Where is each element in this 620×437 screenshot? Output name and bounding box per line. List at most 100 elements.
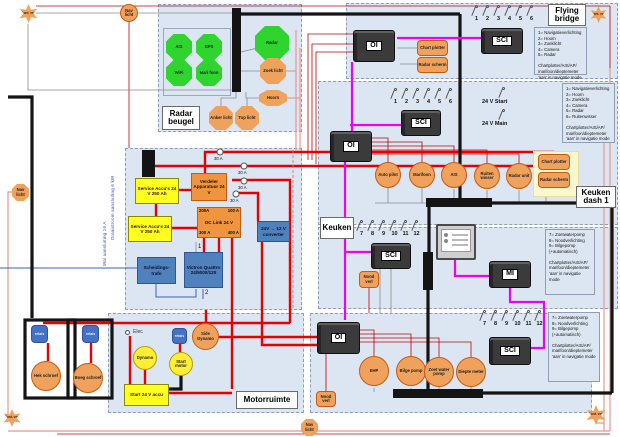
switch-icon <box>480 310 489 321</box>
switch-number: 7 <box>482 321 487 327</box>
switch-number: 11 <box>402 231 409 237</box>
switch-number: 3 <box>496 16 501 22</box>
kd1-switch-5: 5 <box>434 88 445 105</box>
switch-icon <box>368 220 377 231</box>
kd1-switch-4: 4 <box>423 88 434 105</box>
fuse-label: 30 A <box>238 170 247 175</box>
switch-number: 6 <box>448 99 453 105</box>
trafo-label: Scheidings- trafo <box>143 265 170 276</box>
toplicht-label: Top licht <box>238 114 256 120</box>
switch-number: 7 <box>359 231 364 237</box>
oi-device-dc: OI <box>317 322 360 354</box>
legend-text: 1= Navigatieverlichting 2= Hoorn 3= Zoek… <box>538 30 582 80</box>
keuken-legend: 7= Zoetwaterpomp 8= Noodverlichting 9= B… <box>545 229 595 295</box>
ankerlicht: Anker licht <box>209 106 233 130</box>
star-label: Cont. verl <box>4 415 20 420</box>
switch-number: 9 <box>381 231 386 237</box>
wal-aansluiting-note: Wal aansluiting 16 A <box>102 200 107 266</box>
nood-label: Nood verl <box>363 274 375 284</box>
startmotor: Start motor <box>169 352 193 376</box>
radarscherm-fb: Radar scherm <box>417 57 448 73</box>
thruster-label: Hek schroef <box>34 372 58 378</box>
ais-kd1: AIS <box>441 162 467 188</box>
section-title: Keuken <box>322 222 352 232</box>
switch-number: 6 <box>529 16 534 22</box>
zoetwaterpomp: Zoet water pomp <box>424 357 454 387</box>
switch-icon <box>390 220 399 231</box>
service-accu-2: Service Accu's 24 V 250 Ah <box>128 216 172 242</box>
nood-label: Nood verl <box>320 393 332 403</box>
relay-label: relais <box>85 332 96 336</box>
keuken-switch-7: 7 <box>356 220 367 237</box>
switch-number: 11 <box>525 321 532 327</box>
switch-number: 12 <box>536 321 543 327</box>
panel-screen <box>441 229 471 252</box>
section-title: Flying bridge <box>554 5 580 23</box>
ehp-pump: EHP <box>359 356 389 386</box>
oi-label: OI <box>330 332 347 344</box>
marifoon-label: Mari foon <box>199 69 219 75</box>
star-label: Cont. verl <box>591 11 606 16</box>
keuken-label: Keuken <box>320 217 354 239</box>
kd1-switch-1: 1 <box>390 88 401 105</box>
hoorn: Hoorn <box>259 90 287 106</box>
fuse-label: 30 A <box>230 198 239 203</box>
gps-antenna: GPS <box>196 34 222 60</box>
mi-label: MI <box>502 269 518 280</box>
dclink-amp: 400 A <box>227 230 239 236</box>
dc-switch-10: 10 <box>512 310 523 327</box>
switch-icon <box>527 5 536 16</box>
radar-scanner: Radar <box>255 26 289 60</box>
oi-device-flying-bridge: OI <box>353 30 395 62</box>
section-title: Radar beugel <box>168 108 194 126</box>
oi-label: OI <box>366 40 382 52</box>
service-accu-1: Service Accu's 24 V 250 Ah <box>135 178 179 204</box>
ais-label: AIS <box>175 43 183 49</box>
main-switch <box>498 109 509 120</box>
switch-icon <box>472 5 481 16</box>
keuken-switch-10: 10 <box>389 220 400 237</box>
section-title: Motorruimte <box>243 394 291 404</box>
dc-panel-legend: 7= Zoetwaterpomp 8= Noodverlichting 9= B… <box>548 312 600 382</box>
startmotor-label: Start motor <box>175 358 187 368</box>
radarscherm-label: Radar scherm <box>418 61 447 67</box>
switch-icon <box>379 220 388 231</box>
fuse-label: 30 A <box>238 185 247 190</box>
switch-icon <box>412 220 421 231</box>
switch-icon <box>401 220 410 231</box>
kd1-switch-6: 6 <box>445 88 456 105</box>
nav-light-label: Nav licht <box>305 422 314 432</box>
motorruimte-label: Motorruimte <box>236 391 298 409</box>
accu-label: Service Accu's 24 V 250 Ah <box>130 223 170 234</box>
relay-label: relais <box>34 332 45 336</box>
elec-switch <box>125 330 130 335</box>
switch-icon <box>513 310 522 321</box>
node-label: 2 <box>205 290 209 296</box>
switch-icon <box>494 5 503 16</box>
label-text: 24 V Main <box>482 121 508 127</box>
zoeklicht: Zoek licht <box>260 58 286 84</box>
switch-icon <box>413 88 422 99</box>
consumer-label: Diepte meter <box>458 368 484 374</box>
switch-number: 5 <box>437 99 442 105</box>
sci-device-keuken: SCI <box>371 243 411 269</box>
dc-switch-11: 11 <box>523 310 534 327</box>
switch-icon <box>502 310 511 321</box>
sci-label: SCI <box>492 35 512 47</box>
zoeklicht-label: Zoek licht <box>263 67 283 73</box>
chartplotter-kd1: Chart plotter <box>538 154 570 170</box>
hoorn-label: Hoorn <box>266 94 280 100</box>
relay-startmotor: relais <box>172 328 187 344</box>
keuken-switch-12: 12 <box>411 220 422 237</box>
start-accu: Start 24 V accu <box>124 384 169 406</box>
sci-label: SCI <box>381 250 401 262</box>
switch-number: 3 <box>415 99 420 105</box>
switch-number: 8 <box>370 231 375 237</box>
switch-icon <box>446 88 455 99</box>
switch-icon <box>535 310 544 321</box>
consumer-label: Zoet water pomp <box>428 366 450 376</box>
start-accu-label: Start 24 V accu <box>130 392 163 398</box>
legend-text: 7= Zoetwaterpomp 8= Noodverlichting 9= B… <box>549 232 590 282</box>
victron-quattro: Victron Quattro 24/5000/120 <box>184 252 223 288</box>
draaistroom-note: Draaistroom aansluiting 6 kW <box>110 145 115 240</box>
